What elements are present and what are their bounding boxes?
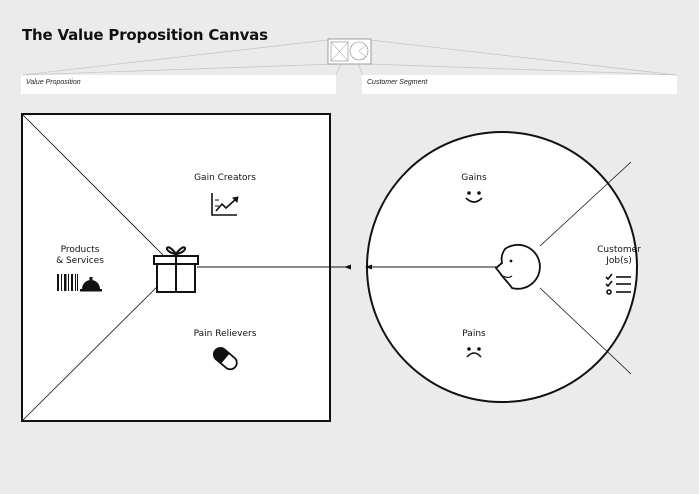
pill-icon bbox=[212, 347, 238, 371]
gains-label: Gains bbox=[461, 173, 487, 183]
value-proposition-field[interactable]: Value Proposition bbox=[21, 75, 336, 94]
frown-icon bbox=[466, 347, 482, 358]
gain-creators-label: Gain Creators bbox=[194, 173, 256, 183]
customer-jobs-label: Customer Job(s) bbox=[597, 245, 641, 266]
smile-icon bbox=[465, 191, 483, 203]
page-title: The Value Proposition Canvas bbox=[22, 26, 268, 44]
canvas-thumbnail-icon bbox=[327, 38, 372, 65]
gift-icon bbox=[153, 246, 199, 293]
fit-arrow bbox=[197, 264, 496, 270]
customer-segment-field[interactable]: Customer Segment bbox=[362, 75, 677, 94]
pain-relievers-label: Pain Relievers bbox=[193, 329, 257, 339]
checklist-icon bbox=[605, 273, 631, 295]
face-profile-icon bbox=[494, 243, 541, 290]
cloche-icon bbox=[80, 277, 102, 292]
trend-chart-icon bbox=[211, 193, 239, 216]
pains-label: Pains bbox=[462, 329, 486, 339]
products-services-label: Products & Services bbox=[56, 245, 104, 266]
barcode-icon bbox=[57, 274, 78, 291]
